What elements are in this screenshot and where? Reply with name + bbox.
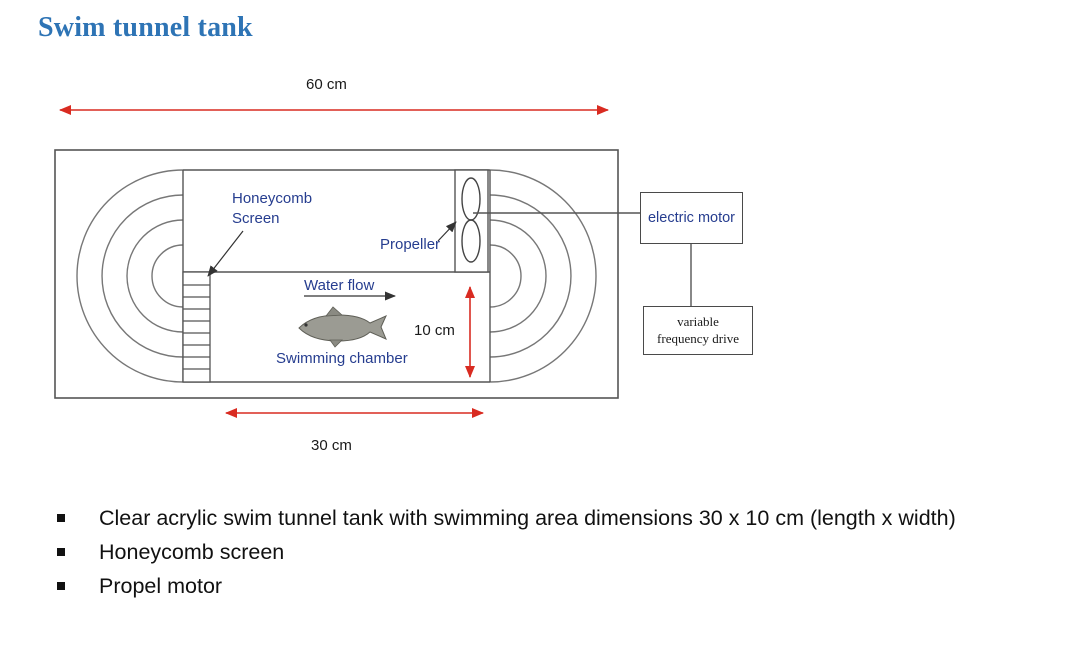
dim-label-10cm: 10 cm [414,322,455,339]
bullet-text: Clear acrylic swim tunnel tank with swim… [99,506,956,530]
page-title: Swim tunnel tank [38,12,253,43]
fish-illustration [298,306,387,348]
dim-label-30cm: 30 cm [311,437,352,454]
propeller-housing [454,169,489,273]
list-item: Propel motor [57,573,1042,599]
vfd-label-line2: frequency drive [657,330,739,346]
left-turn-arcs [76,169,184,383]
vfd-box: variable frequency drive [643,306,753,355]
list-item: Honeycomb screen [57,539,1042,565]
bullet-square-icon [57,548,65,556]
bullet-text: Honeycomb screen [99,540,285,564]
bullet-list: Clear acrylic swim tunnel tank with swim… [57,505,1042,607]
propeller-icon [461,177,481,263]
propeller-label: Propeller [380,236,441,253]
dim-label-60cm: 60 cm [306,76,347,93]
bullet-square-icon [57,582,65,590]
electric-motor-box: electric motor [640,192,743,244]
honeycomb-screen-hatch [182,271,211,383]
water-flow-label: Water flow [304,277,375,294]
right-turn-arcs [489,169,597,383]
list-item: Clear acrylic swim tunnel tank with swim… [57,505,1042,531]
bullet-text: Propel motor [99,574,223,598]
tank-outline [54,149,619,399]
propeller-leader-arrow [437,221,457,242]
bullet-square-icon [57,514,65,522]
honeycomb-screen-label: Honeycomb Screen [232,190,313,228]
electric-motor-label: electric motor [647,210,736,226]
vfd-label-line1: variable [677,313,719,329]
swimming-chamber-label: Swimming chamber [276,350,408,367]
honeycomb-leader-arrow [207,230,244,277]
